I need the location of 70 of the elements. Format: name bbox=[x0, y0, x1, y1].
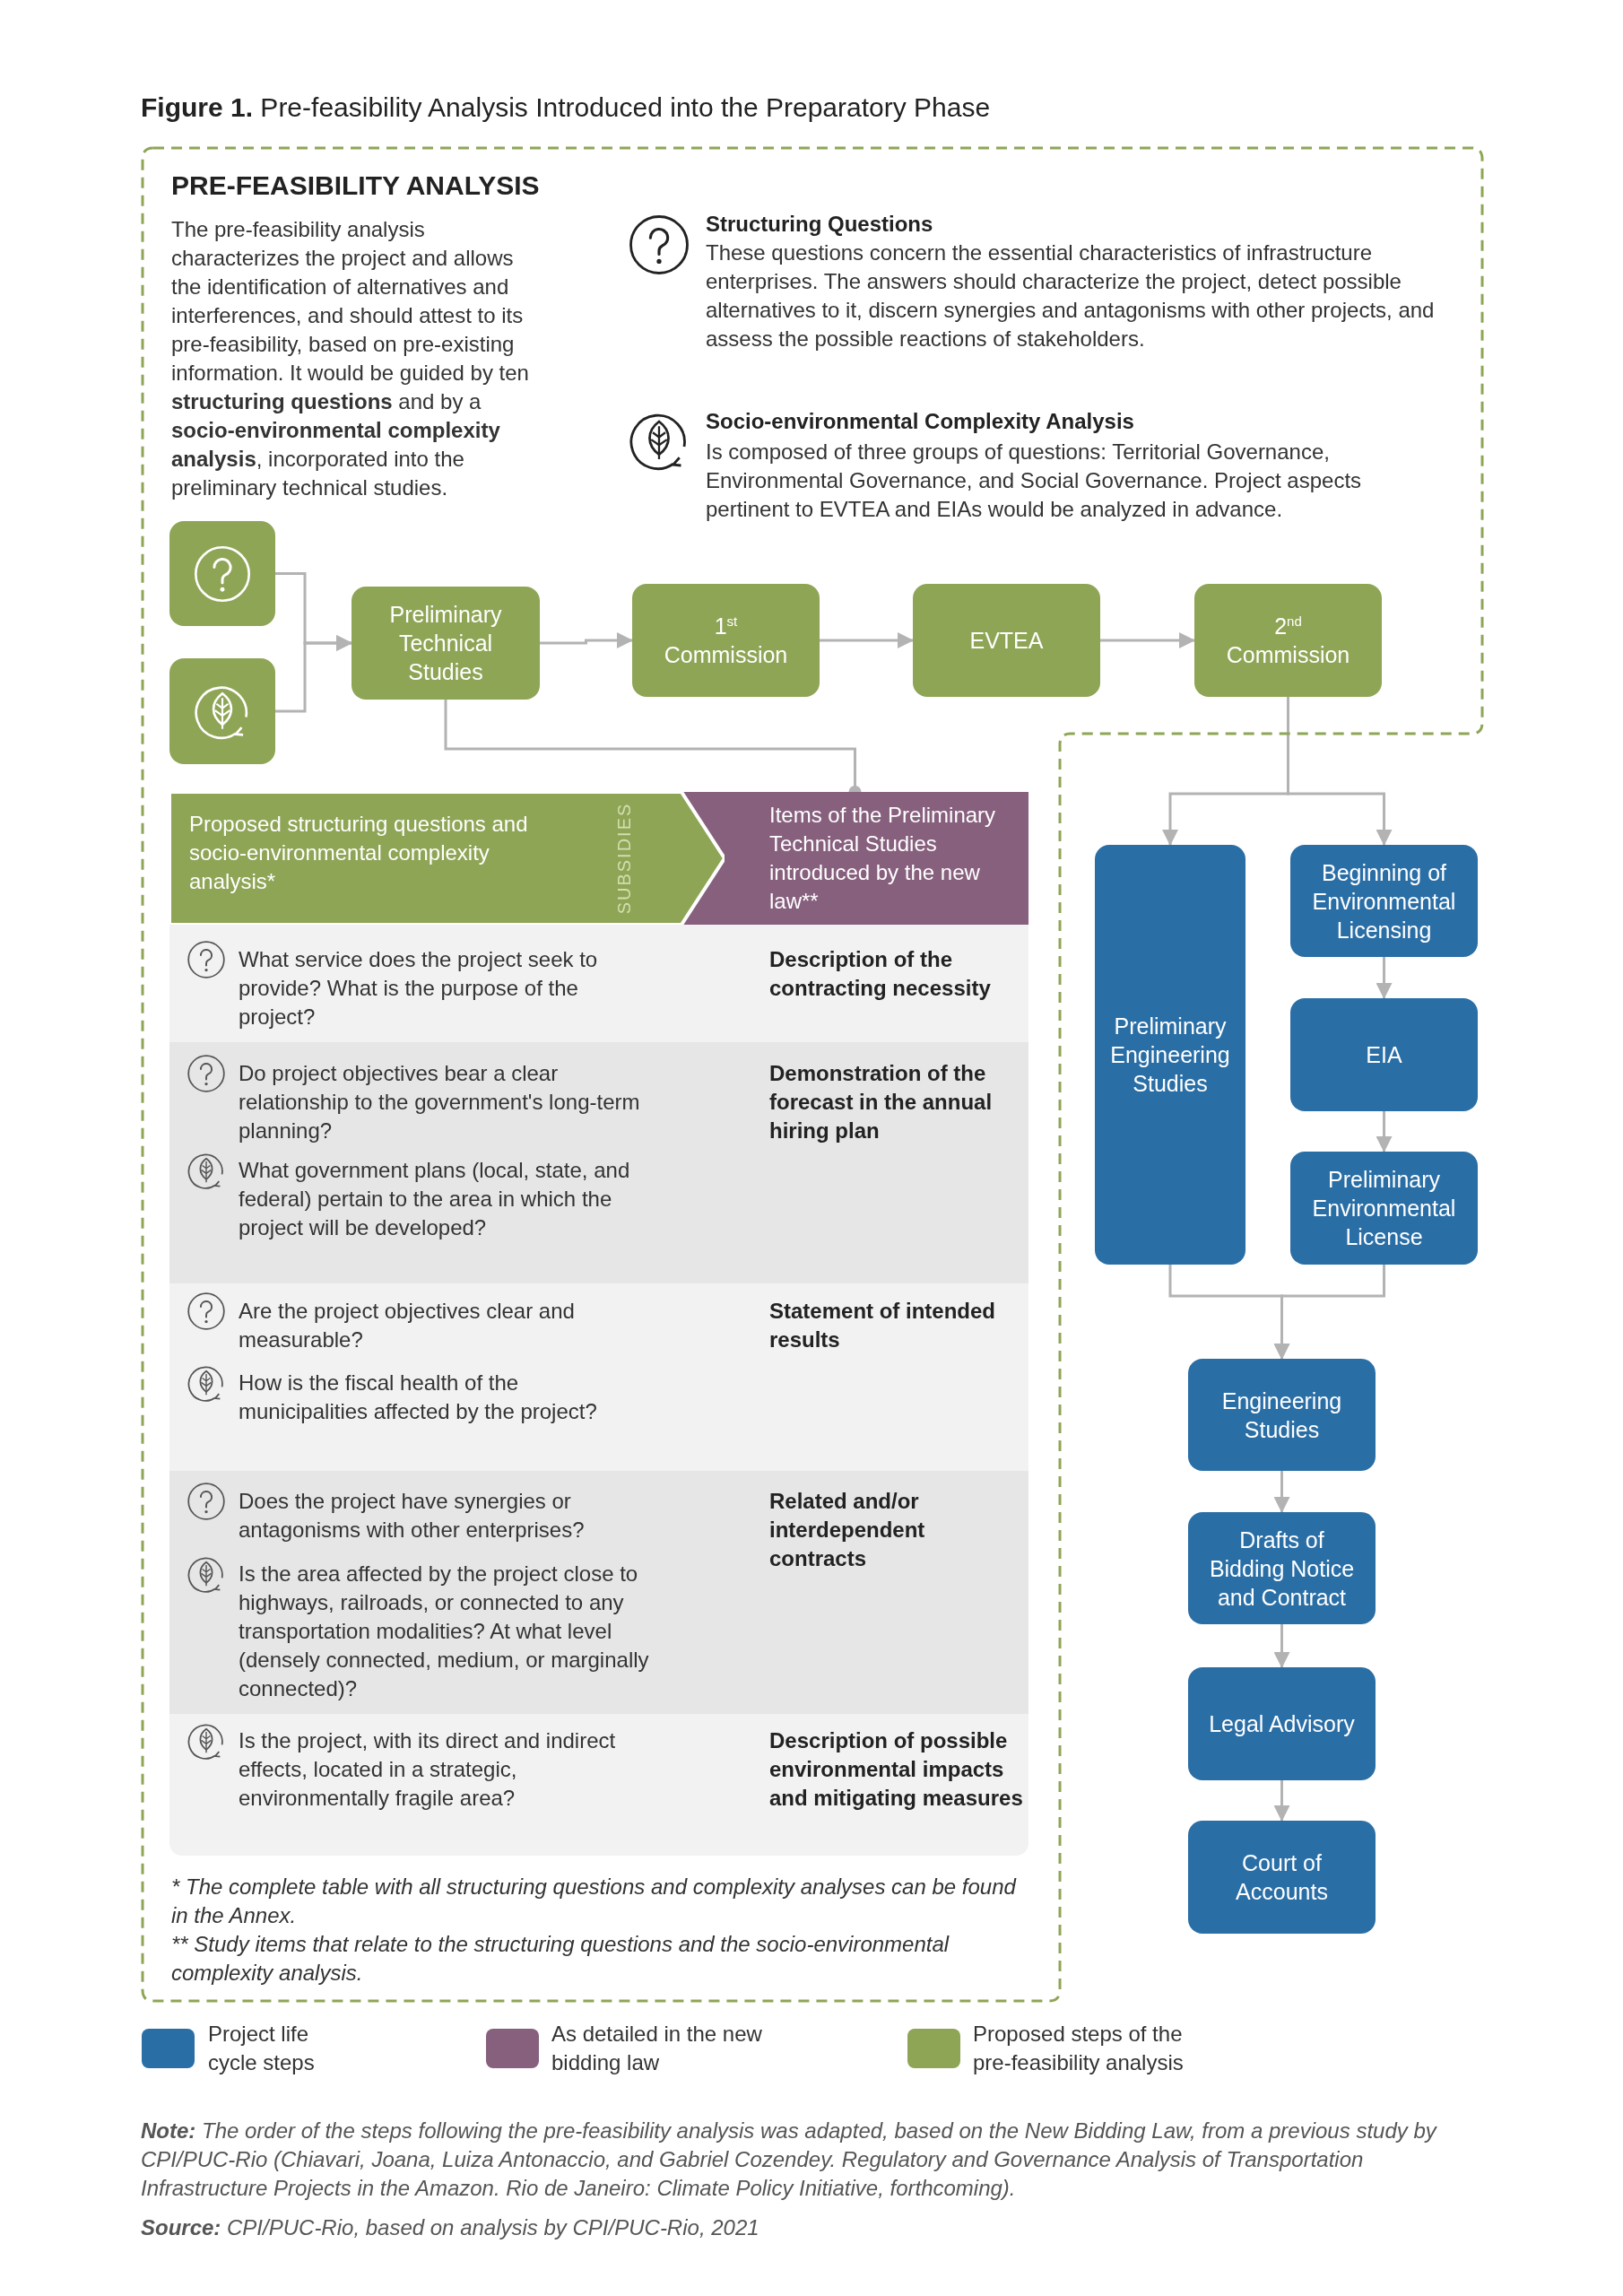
answer-text: Description of possible environmental impacts and mitigating measures bbox=[769, 1727, 1024, 1812]
process-box bbox=[913, 584, 1100, 697]
legend-text: As detailed in the new bidding law bbox=[551, 2021, 763, 2076]
info-heading: Socio-environmental Complexity Analysis bbox=[706, 408, 1135, 435]
question-text: Is the project, with its direct and indirect effects, located in a strategic, environmentally fragile area? bbox=[239, 1727, 617, 1812]
arrow bbox=[1376, 1111, 1393, 1152]
info-text: Is composed of three groups of questions: Territorial Governance, Environmental Governance, and Social Governance. Project aspects pertinent to EVTEA and EIAs would be analyzed in advance. bbox=[706, 439, 1363, 523]
vertical-label: SUBSIDIES bbox=[613, 802, 635, 915]
answer-text: Demonstration of the forecast in the annual hiring plan bbox=[769, 1060, 994, 1144]
arrow bbox=[1376, 957, 1393, 999]
process-box bbox=[1290, 845, 1478, 957]
box-label: Engineering Studies bbox=[1220, 1387, 1343, 1444]
answer-text: Statement of intended results bbox=[769, 1298, 996, 1353]
note-text: Source: CPI/PUC-Rio, based on analysis by CPI/PUC-Rio, 2021 bbox=[141, 2214, 760, 2241]
dashed-region bbox=[141, 146, 1484, 2003]
process-box bbox=[1290, 1152, 1478, 1265]
box-label: EIA bbox=[1366, 1041, 1402, 1069]
answer-text: Description of the contracting necessity bbox=[769, 946, 992, 1002]
legend-text: Project life cycle steps bbox=[208, 2021, 316, 2076]
box-label: Preliminary Engineering Studies bbox=[1109, 1013, 1231, 1098]
icon-box bbox=[169, 658, 275, 764]
arrow bbox=[1273, 1265, 1385, 1360]
box-label: Court of Accounts bbox=[1235, 1849, 1329, 1906]
question-text: Is the area affected by the project close to highways, railroads, or connected to any transportation modalities? At what level (densely connected, medium, or marginally connected)? bbox=[239, 1561, 650, 1702]
header-text: Proposed structuring questions and socio-environmental complexity analysis* bbox=[189, 811, 529, 895]
header-text: Items of the Preliminary Technical Studies introduced by the new law** bbox=[769, 802, 997, 915]
box-label: Beginning of Environmental Licensing bbox=[1311, 858, 1457, 944]
box-label: Drafts of Bidding Notice and Contract bbox=[1208, 1526, 1356, 1612]
box-label: 1$^{st}$ Commission bbox=[663, 612, 789, 669]
info-heading: Structuring Questions bbox=[706, 211, 934, 238]
process-box bbox=[1188, 1821, 1376, 1934]
question-text: How is the fiscal health of the municipalities affected by the project? bbox=[239, 1370, 598, 1425]
info-text: These questions concern the essential characteristics of infrastructure enterprises. The answers should characterize the project, detect possible alternatives to it, discern synergies and antagonisms with other projects, and assess the possible reactions of stakeholders. bbox=[706, 239, 1436, 352]
note-text: Note: The order of the steps following the pre-feasibility analysis was adapted, based on the New Bidding Law, from a previous study by CPI/PUC-Rio (Chiavari, Joana, Luiza Antonaccio, and Gabriel Cozendey. Regulatory and Governance Analysis of Transportation Infrastructure Projects in the Amazon. Rio de Janeiro: Climate Policy Initiative, forthcoming). bbox=[141, 2118, 1438, 2202]
box-label: 2$^{nd}$ Commission bbox=[1225, 612, 1351, 669]
question-text: Are the project objectives clear and measurable? bbox=[239, 1298, 576, 1353]
arrow bbox=[1273, 1471, 1290, 1513]
arrow bbox=[275, 635, 352, 713]
question-text: Does the project have synergies or antagonisms with other enterprises? bbox=[239, 1488, 586, 1544]
process-box bbox=[1188, 1667, 1376, 1780]
section-heading: PRE-FEASIBILITY ANALYSIS bbox=[171, 170, 540, 202]
process-box bbox=[1290, 998, 1478, 1111]
box-label: Preliminary Technical Studies bbox=[388, 601, 503, 686]
chevron-band bbox=[681, 792, 1028, 925]
arrow bbox=[1287, 697, 1393, 846]
arrow bbox=[820, 632, 914, 648]
figure-title: Figure 1. Pre-feasibility Analysis Introduced into the Preparatory Phase bbox=[141, 91, 991, 124]
process-box bbox=[632, 584, 820, 697]
process-box bbox=[1188, 1359, 1376, 1471]
box-label: Preliminary Environmental License bbox=[1311, 1166, 1457, 1251]
box-label: Legal Advisory bbox=[1209, 1710, 1355, 1738]
arrow bbox=[1273, 1624, 1290, 1668]
question-text: Do project objectives bear a clear relationship to the government's long-term planning? bbox=[239, 1060, 641, 1144]
legend-text: Proposed steps of the pre-feasibility analysis bbox=[973, 2021, 1185, 2076]
arrow bbox=[1100, 632, 1195, 648]
process-box bbox=[1188, 1512, 1376, 1624]
process-box bbox=[1095, 845, 1245, 1265]
answer-text: Related and/or interdependent contracts bbox=[769, 1488, 926, 1572]
footnote: ** Study items that relate to the structuring questions and the socio-environmental complexity analysis. bbox=[171, 1931, 950, 1987]
question-text: What government plans (local, state, and federal) pertain to the area in which the project will be developed? bbox=[239, 1157, 631, 1241]
footnote: * The complete table with all structuring questions and complexity analyses can be found in the Annex. bbox=[171, 1874, 1018, 1929]
icon-box bbox=[169, 521, 275, 626]
box-label: EVTEA bbox=[969, 627, 1044, 655]
question-text: What service does the project seek to provide? What is the purpose of the project? bbox=[239, 946, 599, 1031]
process-box bbox=[1194, 584, 1382, 697]
description-text: The pre-feasibility analysis characterizes the project and allows the identification of alternatives and interferences, and should attest to its pre-feasibility, based on pre-existing information. It would be guided by ten structuring questions and by a socio-environmental complexity analysis, incorporated into the preliminary technical studies. bbox=[171, 216, 530, 501]
process-box bbox=[352, 587, 540, 700]
arrow bbox=[540, 632, 633, 648]
arrow bbox=[1273, 1780, 1290, 1822]
header-band bbox=[169, 792, 725, 925]
